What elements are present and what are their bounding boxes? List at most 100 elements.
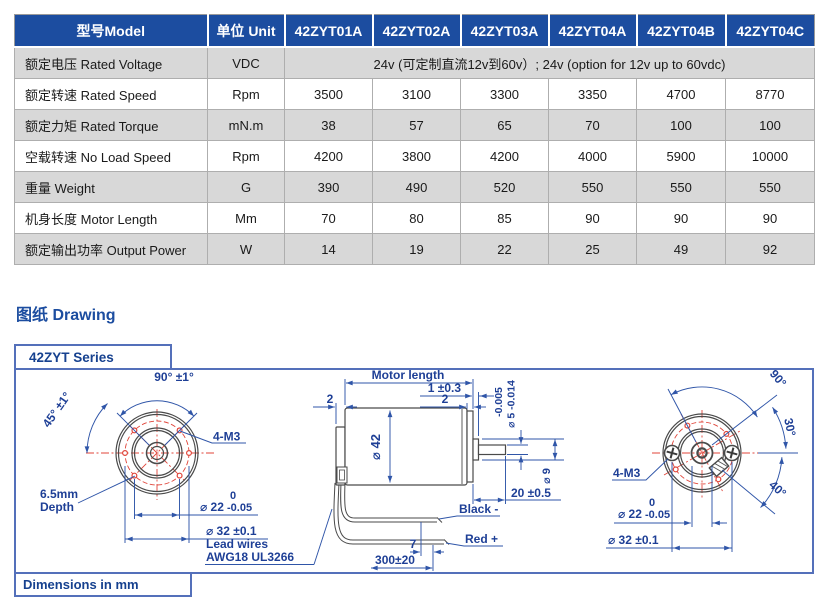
dim-label-d5: ⌀ 5 -0.014 <box>506 380 518 428</box>
value-cell-span: 24v (可定制直流12v到60v）; 24v (option for 12v … <box>284 46 815 79</box>
value-cell: 3350 <box>548 78 637 110</box>
rear-view: 90° 30° 40° 4-M3 ⌀ 22 -0.05 0 ⌀ 32 ± <box>606 367 799 552</box>
value-cell: 10000 <box>725 140 815 172</box>
value-cell: 100 <box>636 109 726 141</box>
dim-label-angle90: 90° <box>767 370 790 390</box>
mount-hole <box>186 449 193 456</box>
radial-line <box>164 412 198 446</box>
row-label: 空载转速 No Load Speed <box>14 140 208 172</box>
dim-label-d9: ⌀ 9 <box>541 468 553 484</box>
value-cell: 57 <box>372 109 461 141</box>
value-cell: 14 <box>284 233 373 265</box>
dim-label-depth1: 6.5mm <box>40 487 78 501</box>
leader-leadwires <box>313 508 333 565</box>
unit-cell: Rpm <box>207 140 285 172</box>
wire-red-core <box>334 482 444 544</box>
mount-hole <box>176 472 183 479</box>
shaft-boss <box>690 441 714 465</box>
wire-black <box>340 482 437 523</box>
row-label: 额定力矩 Rated Torque <box>14 109 208 141</box>
column-header-42zyt02a: 42ZYT02A <box>372 14 462 48</box>
radial-line <box>116 412 150 446</box>
value-cell: 3300 <box>460 78 549 110</box>
dim-label-d22: ⌀ 22 <box>618 507 642 521</box>
mount-hole <box>121 449 128 456</box>
value-cell: 25 <box>548 233 637 265</box>
value-cell: 80 <box>372 202 461 234</box>
dim-label-20: 20 ±0.5 <box>511 486 551 500</box>
value-cell: 92 <box>725 233 815 265</box>
shaft-boss <box>145 441 169 465</box>
column-header-42zyt04a: 42ZYT04A <box>548 14 638 48</box>
value-cell: 90 <box>548 202 637 234</box>
dim-label-d5-tol: -0.005 <box>493 387 505 417</box>
unit-cell: mN.m <box>207 109 285 141</box>
dim-label-d32: ⌀ 32 ±0.1 <box>206 524 257 538</box>
unit-cell: W <box>207 233 285 265</box>
leader-red <box>445 542 503 547</box>
column-header-42zyt04c: 42ZYT04C <box>725 14 815 48</box>
dim-label-d22-tol-lower: -0.05 <box>645 509 670 521</box>
dim-label-4m3: 4-M3 <box>613 466 641 480</box>
dim-label-angle45: 45° ±1° <box>40 389 74 430</box>
value-cell: 70 <box>284 202 373 234</box>
value-cell: 90 <box>636 202 726 234</box>
table-row-weight: 重量 Weight G 390 490 520 550 550 550 <box>14 171 815 203</box>
dim-label-motor-length: Motor length <box>372 370 445 382</box>
pilot-circle-inner <box>133 429 181 477</box>
table-row-motor-length: 机身长度 Motor Length Mm 70 80 85 90 90 90 <box>14 202 815 234</box>
row-label: 机身长度 Motor Length <box>14 202 208 234</box>
table-row-output-power: 额定输出功率 Output Power W 14 19 22 25 49 92 <box>14 233 815 265</box>
pilot-circle <box>131 427 183 479</box>
front-view: 90° ±1° 45° ±1° 4-M3 6.5mm Depth ⌀ 22 -0… <box>40 370 268 543</box>
row-label: 额定电压 Rated Voltage <box>14 46 208 79</box>
mount-hole <box>672 466 679 473</box>
row-label: 重量 Weight <box>14 171 208 203</box>
terminal-block <box>336 466 348 484</box>
screw-left <box>663 444 681 462</box>
angle-arc-40 <box>760 457 784 508</box>
screw-right <box>723 444 741 462</box>
shaft-boss <box>472 438 480 461</box>
value-cell: 4700 <box>636 78 726 110</box>
drawing-box: 90° ±1° 45° ±1° 4-M3 6.5mm Depth ⌀ 22 -0… <box>14 367 814 574</box>
dim-label-red: Red + <box>465 532 498 546</box>
dim-label-leadwires2: AWG18 UL3266 <box>206 550 294 564</box>
dim-label-300: 300±20 <box>375 553 415 567</box>
value-cell: 85 <box>460 202 549 234</box>
leader-black <box>438 515 500 520</box>
angle-arc-90 <box>119 400 195 417</box>
wire-tip <box>436 517 443 523</box>
dim-label-angle30: 30° <box>781 417 799 438</box>
value-cell: 490 <box>372 171 461 203</box>
value-cell: 19 <box>372 233 461 265</box>
dim-label-d22-tol-lower: -0.05 <box>227 502 252 514</box>
series-tab[interactable]: 42ZYT Series <box>14 344 172 368</box>
drawing-heading: 图纸 Drawing <box>16 307 116 324</box>
shaft <box>477 444 507 456</box>
row-label: 额定输出功率 Output Power <box>14 233 208 265</box>
unit-cell: VDC <box>207 46 285 79</box>
value-cell: 65 <box>460 109 549 141</box>
motor-body <box>344 407 468 486</box>
dim-label-d22: ⌀ 22 <box>200 500 224 514</box>
column-header-unit: 单位 Unit <box>207 14 286 48</box>
unit-cell: Rpm <box>207 78 285 110</box>
column-header-42zyt01a: 42ZYT01A <box>284 14 374 48</box>
column-header-42zyt04b: 42ZYT04B <box>636 14 727 48</box>
dim-label-depth2: Depth <box>40 500 74 514</box>
dim-label-2-left: 2 <box>327 392 334 406</box>
shaft-circle <box>149 445 165 461</box>
value-cell: 550 <box>548 171 637 203</box>
angle-arc-30 <box>772 407 788 449</box>
side-view: Motor length 1 ±0.3 2 2 ⌀ 42 <box>205 368 564 571</box>
value-cell: 390 <box>284 171 373 203</box>
value-cell: 520 <box>460 171 549 203</box>
row-label: 额定转速 Rated Speed <box>14 78 208 110</box>
spec-table: 型号Model 单位 Unit 42ZYT01A 42ZYT02A 42ZYT0… <box>14 14 815 265</box>
table-row-rated-torque: 额定力矩 Rated Torque mN.m 38 57 65 70 100 1… <box>14 109 815 141</box>
dim-label-d22-tol-upper: 0 <box>230 490 236 502</box>
radial-line <box>711 394 778 446</box>
value-cell: 3800 <box>372 140 461 172</box>
